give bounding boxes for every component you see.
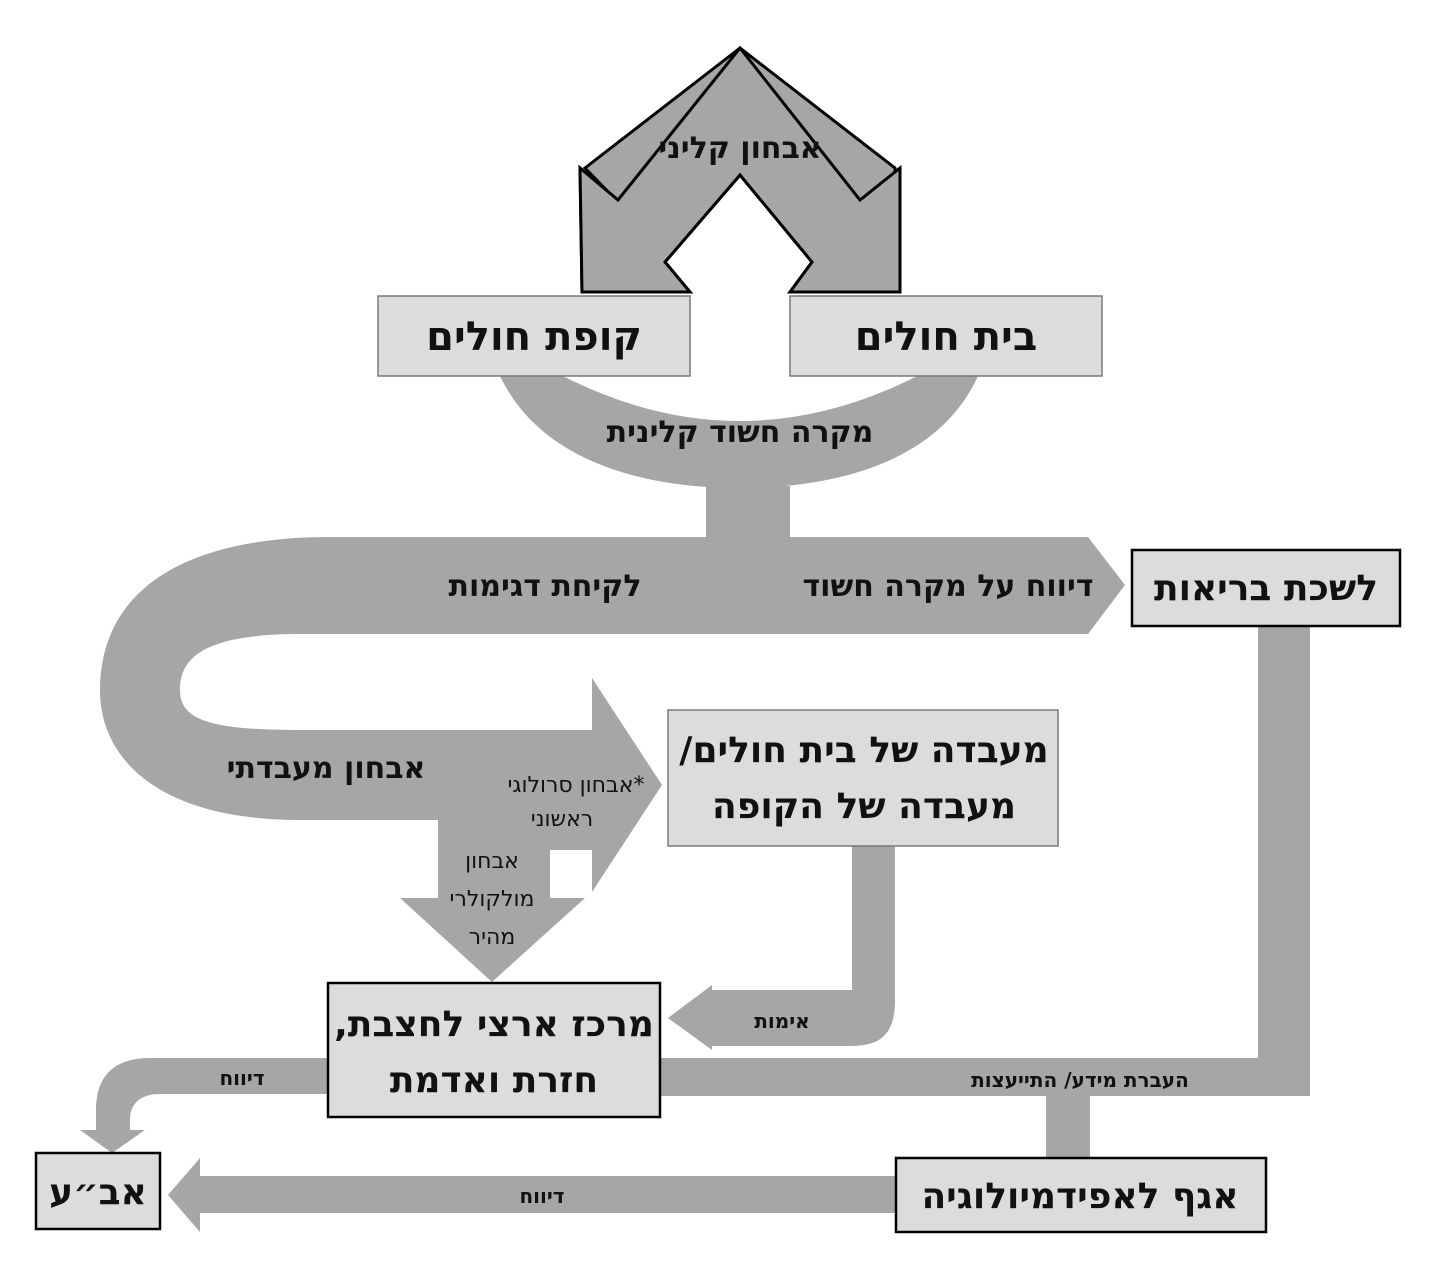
lab-diagnosis-label: אבחון מעבדתי (227, 751, 426, 786)
transport-label: שינוע (0, 0, 12, 8)
clinical-diagnosis-label: אבחון קליני (658, 131, 821, 166)
hospital-box (789, 295, 1103, 377)
suspected-case-label: מקרה חשוד קלינית (607, 415, 874, 450)
clinical-diagnosis-arrow-shape (578, 45, 902, 294)
national-center-label-line2: חזרת ואדמת (390, 1060, 598, 1101)
transport-label-path: שינוע (0, 0, 12, 8)
serology-label-line2: ראשוני (531, 807, 593, 832)
abie-label: אב״ע (49, 1172, 147, 1213)
national-center-label-line1: מרכז ארצי לחצבת, (334, 1004, 654, 1045)
clinic-label: קופת חולים (426, 314, 642, 360)
sampling-label: לקיחת דגימות (449, 569, 642, 604)
ministry-box (1130, 548, 1402, 628)
verification-arrow (668, 845, 895, 1050)
national-center-box (326, 981, 662, 1119)
lab-box (667, 709, 1059, 847)
epi-connector (1046, 1094, 1090, 1158)
molecular-label-line3: מהיר (469, 925, 516, 950)
lab-label-line2: מעבדה של הקופה (712, 786, 1016, 827)
molecular-label-line1: אבחון (465, 849, 519, 874)
report-to-abie-arrow (80, 1058, 330, 1153)
lab-label-line1: מעבדה של בית חולים/ (679, 730, 1048, 771)
clinic-box (377, 295, 691, 377)
report-and-transport-arrow (100, 537, 1125, 892)
hospital-label: בית חולים (855, 314, 1037, 360)
report-center-label: דיווח (219, 1066, 264, 1090)
epidemiology-label: אגף לאפידמיולוגיה (921, 1176, 1238, 1217)
serology-label-line1: *אבחון סרולוגי (508, 773, 645, 798)
report-epi-label: דיווח (519, 1184, 564, 1208)
epidemiology-box (894, 1156, 1268, 1234)
ministry-label: לשכת בריאות (1154, 568, 1378, 609)
suspected-case-stem (706, 486, 790, 546)
molecular-diagnosis-arrow (400, 810, 585, 982)
info-transfer-label: העברת מידע/ התייעצות (971, 1068, 1189, 1092)
abie-box (34, 1151, 162, 1231)
report-suspected-label: דיווח על מקרה חשוד (803, 569, 1094, 604)
report-epi-to-abie-arrow (168, 1158, 896, 1232)
molecular-label-line2: מולקולרי (450, 887, 535, 912)
verification-label: אימות (754, 1009, 809, 1033)
suspected-case-bowl-body (500, 376, 978, 488)
